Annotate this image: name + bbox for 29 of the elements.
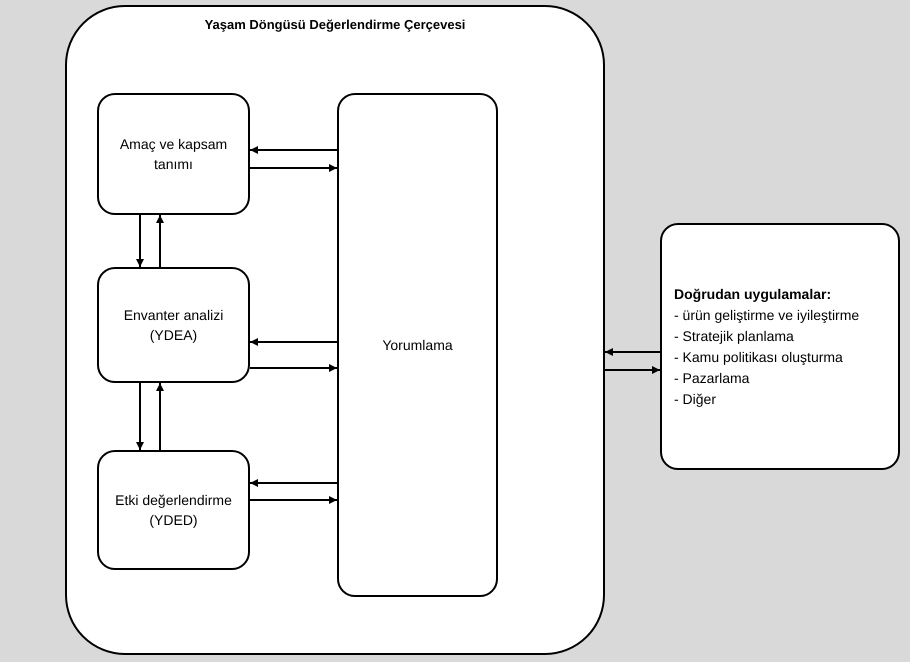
list-item: - Pazarlama xyxy=(674,368,750,388)
arrow xyxy=(250,496,337,504)
arrow xyxy=(605,366,660,374)
arrow xyxy=(136,215,144,267)
box-heading: Doğrudan uygulamalar: xyxy=(674,284,832,304)
arrow xyxy=(156,383,164,450)
applications-box xyxy=(660,223,900,470)
box-label: Yorumlama xyxy=(382,336,453,355)
box-label: Amaç ve kapsam tanımı xyxy=(118,135,228,174)
box-label: Envanter analizi (YDEA) xyxy=(122,306,224,345)
arrow xyxy=(250,338,337,346)
list-item: - Stratejik planlama xyxy=(674,326,795,346)
process-box xyxy=(337,93,498,597)
arrow xyxy=(136,383,144,450)
list-item: - Diğer xyxy=(674,390,718,409)
arrow xyxy=(250,146,337,154)
framework-panel xyxy=(65,5,605,655)
arrow xyxy=(250,364,337,372)
list-item: - Kamu politikası oluşturma xyxy=(674,348,844,367)
box-label: Etki değerlendirme (YDED) xyxy=(115,491,232,530)
process-box xyxy=(97,267,250,383)
process-box xyxy=(97,93,250,215)
process-box xyxy=(97,450,250,570)
list-item: - ürün geliştirme ve iyileştirme xyxy=(674,306,860,325)
arrow xyxy=(250,479,337,487)
arrow xyxy=(156,215,164,267)
frame-title: Yaşam Döngüsü Değerlendirme Çerçevesi xyxy=(204,16,466,34)
arrow xyxy=(250,164,337,172)
arrow xyxy=(605,348,660,356)
